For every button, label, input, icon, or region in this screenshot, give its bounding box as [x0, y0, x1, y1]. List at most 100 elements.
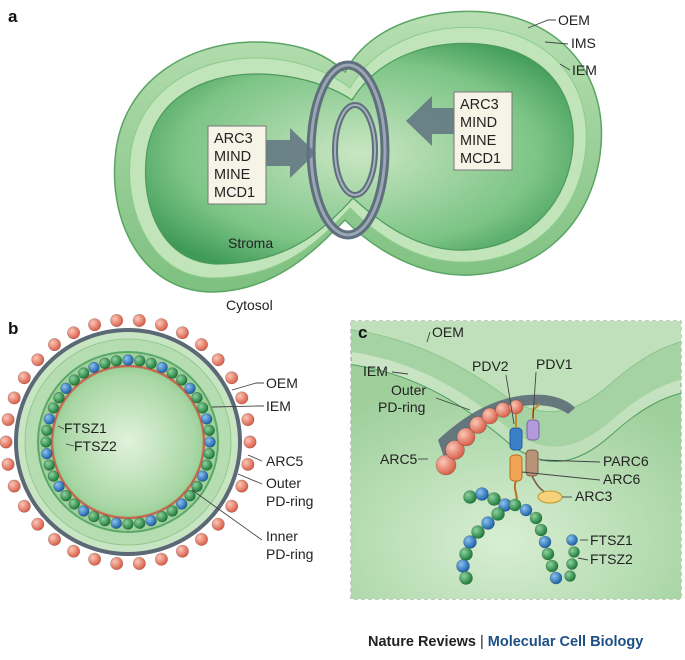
arc5-bead — [175, 326, 189, 340]
panel-a: a ARC3 MIND MINE MCD1 ARC3 MIND MINE MCD… — [8, 7, 603, 313]
ftsz2-bead — [47, 402, 60, 414]
arc5-bead — [47, 338, 61, 352]
parc6-leader — [539, 459, 601, 463]
arc6-protein — [509, 454, 523, 482]
ftsz2-bead — [191, 392, 203, 404]
panel-b: b FTSZ1 FTSZ2 OEM IEM ARC5 Outer PD-ring… — [0, 313, 313, 570]
label-cytosol: Cytosol — [226, 297, 273, 313]
arc5-bead — [225, 499, 239, 513]
inner-pd-leader-b — [191, 489, 263, 541]
oem-band-c — [351, 321, 681, 412]
arc5-bead — [31, 517, 45, 531]
iem-leader-c — [391, 371, 409, 375]
ftsz2-bead — [99, 514, 111, 527]
arc5-bead — [1, 457, 15, 471]
ftsz1-bead — [549, 571, 563, 585]
ftsz1-bead — [145, 514, 157, 527]
ftsz1-bead — [88, 361, 100, 374]
arc5-bead — [469, 416, 487, 434]
ftsz2-bead — [196, 402, 209, 414]
ftsz2-bead — [60, 490, 72, 502]
arc5-bead — [31, 353, 45, 367]
ftsz2-bead — [122, 518, 134, 530]
label-outer-pd-b-2: PD-ring — [266, 493, 313, 509]
arc5-leader-b — [247, 454, 263, 462]
ftsz1-bead — [463, 535, 477, 549]
iem-band-c — [351, 330, 681, 447]
ftsz2-bead — [110, 355, 123, 367]
arc5-bead — [481, 407, 499, 425]
ftsz1-bead — [176, 498, 188, 510]
label-pdv2: PDV2 — [472, 358, 509, 374]
panel-c-letter: c — [358, 323, 367, 342]
iem-leader-a — [559, 63, 571, 71]
arc5-bead — [110, 313, 124, 327]
pdv2-leader — [505, 374, 515, 425]
ftsz1-bead — [204, 436, 216, 448]
ftsz1-bead — [77, 505, 90, 517]
ftsz2-bead — [134, 517, 146, 529]
ftsz2-bead — [156, 510, 168, 523]
ftsz2-leader-c — [577, 557, 589, 561]
ftsz2-bead — [203, 424, 215, 436]
arc5-bead — [235, 391, 249, 405]
arc5-bead — [67, 544, 81, 558]
pdv1-protein — [526, 419, 540, 441]
arrow-left-icon — [406, 96, 457, 146]
arc5-bead — [7, 391, 21, 405]
label-iem-a: IEM — [572, 62, 597, 78]
parc6-protein — [525, 449, 539, 477]
ftsz2-bead — [176, 374, 188, 386]
arc5-bead — [243, 435, 257, 449]
arc5-bead — [67, 326, 81, 340]
label-arc6: ARC6 — [603, 471, 641, 487]
ftsz2-bead — [463, 490, 477, 504]
arc5-bead — [211, 353, 225, 367]
ftsz2-bead — [491, 507, 505, 521]
arc5-bead — [17, 499, 31, 513]
journal-subject: Molecular Cell Biology — [487, 634, 644, 650]
left-box-line-1: ARC3 — [214, 131, 253, 147]
arc5-bead — [1, 413, 15, 427]
arc3-protein — [537, 490, 563, 504]
ftsz-filaments — [456, 487, 580, 585]
ftsz2-bead — [43, 459, 55, 471]
arc5-bead — [241, 457, 255, 471]
ftsz1-bead — [538, 535, 552, 549]
ftsz1-bead — [60, 382, 72, 394]
arc5-bead — [17, 371, 31, 385]
label-outer-pd-c-1: Outer — [391, 382, 426, 398]
arc5-bead — [195, 532, 209, 546]
ftsz2-bead — [508, 498, 522, 512]
ftsz2-bead — [99, 357, 111, 369]
ftsz2-bead — [41, 424, 53, 436]
ftsz2-bead — [541, 547, 555, 561]
label-iem-b: IEM — [266, 398, 291, 414]
label-iem-c: IEM — [363, 363, 388, 379]
arc5-bead — [88, 552, 102, 566]
ftsz2-bead — [40, 436, 52, 448]
outer-pd-leader-c — [435, 397, 471, 411]
ftsz2-bead — [459, 571, 473, 585]
arc5-bead — [456, 427, 476, 447]
right-box-line-3: MINE — [460, 133, 497, 149]
ftsz2-bead — [68, 374, 81, 386]
right-box-line-4: MCD1 — [460, 151, 501, 167]
ftsz1-bead — [196, 470, 209, 482]
arc5-bead — [211, 517, 225, 531]
ftsz2-bead — [68, 498, 81, 510]
ftsz2-bead — [566, 558, 578, 570]
ftsz1-bead — [201, 413, 213, 425]
label-ftsz1-c: FTSZ1 — [590, 532, 633, 548]
ftsz2-bead — [191, 480, 203, 492]
arc5-bead — [195, 338, 209, 352]
arc5-bead — [132, 556, 146, 570]
arc5-bead — [508, 399, 524, 415]
arc5-bead — [47, 532, 61, 546]
ftsz2-bead — [47, 470, 60, 482]
arc5-bead — [132, 313, 146, 327]
ftsz1-leader-b — [57, 425, 65, 430]
label-oem-b: OEM — [266, 375, 298, 391]
ftsz1-bead — [481, 516, 495, 530]
